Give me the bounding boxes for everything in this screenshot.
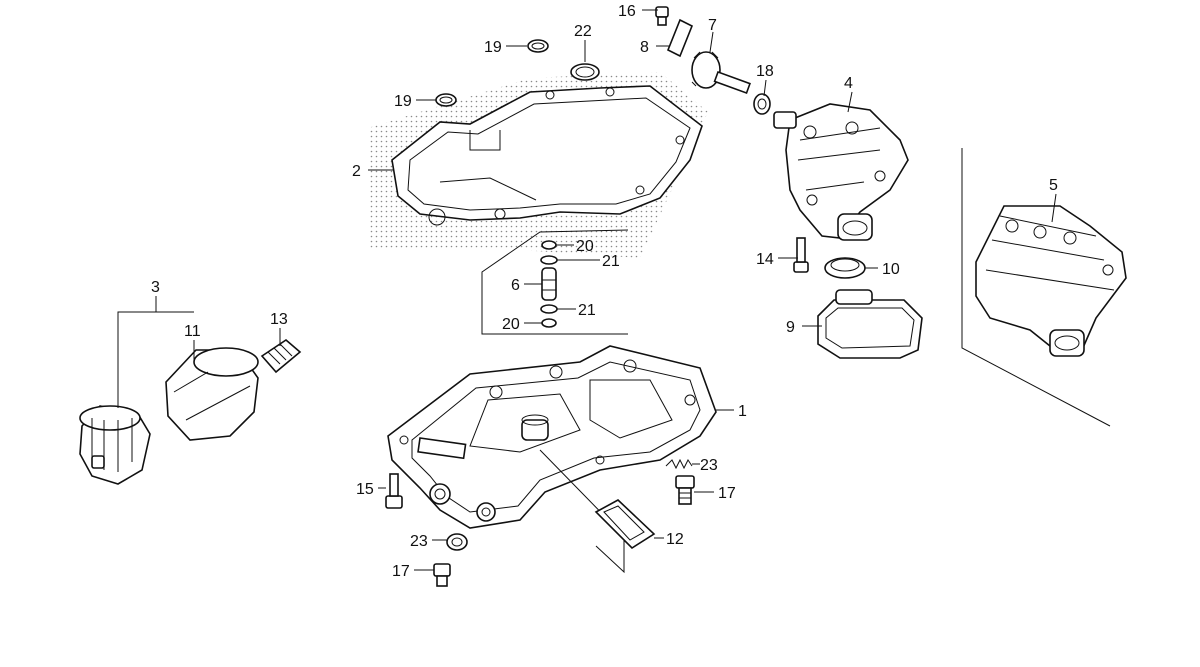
oil-pan-1 bbox=[387, 345, 717, 529]
o-ring-21-bottom bbox=[540, 304, 558, 314]
washer-18 bbox=[753, 93, 771, 115]
bolt-15 bbox=[385, 473, 403, 509]
callout-20-bottom: 20 bbox=[502, 316, 520, 333]
callout-21-top: 21 bbox=[602, 253, 620, 270]
drain-bolt-17-bottom bbox=[433, 563, 451, 587]
oil-pan-gasket bbox=[368, 72, 708, 258]
oil-strainer-9 bbox=[817, 289, 923, 359]
oil-pump-assembly-4 bbox=[773, 103, 909, 241]
callout-9: 9 bbox=[786, 319, 795, 336]
callout-8: 8 bbox=[640, 39, 649, 56]
callout-16: 16 bbox=[618, 3, 636, 20]
oil-filter-tool-3 bbox=[79, 405, 151, 485]
callout-6: 6 bbox=[511, 277, 520, 294]
callout-13: 13 bbox=[270, 311, 288, 328]
callout-5: 5 bbox=[1049, 177, 1058, 194]
callout-19-mid: 19 bbox=[394, 93, 412, 110]
callout-11: 11 bbox=[184, 323, 201, 340]
bracket-frame bbox=[481, 229, 629, 335]
callout-17-right: 17 bbox=[718, 485, 736, 502]
callout-12: 12 bbox=[666, 531, 684, 548]
callout-14: 14 bbox=[756, 251, 774, 268]
callout-23-right: 23 bbox=[700, 457, 718, 474]
oil-seal-10 bbox=[824, 257, 866, 279]
o-ring-21-top bbox=[540, 255, 558, 265]
callout-17-bottom: 17 bbox=[392, 563, 410, 580]
o-ring-23-right bbox=[665, 458, 693, 470]
dowel-pin-6 bbox=[541, 267, 557, 301]
callout-18: 18 bbox=[756, 63, 774, 80]
panel-divider bbox=[961, 148, 1111, 427]
callout-20-top: 20 bbox=[576, 238, 594, 255]
setting-plate-8 bbox=[666, 18, 694, 58]
callout-4: 4 bbox=[844, 75, 853, 92]
drain-bolt-17-right bbox=[675, 475, 695, 505]
oil-filter-cartridge-11 bbox=[165, 347, 259, 441]
bolt-14 bbox=[793, 237, 809, 273]
callout-21-bottom: 21 bbox=[578, 302, 596, 319]
gasket-bracket bbox=[539, 449, 625, 574]
gasket-12 bbox=[594, 499, 656, 550]
union-bolt-13 bbox=[260, 338, 302, 374]
callout-15: 15 bbox=[356, 481, 374, 498]
callout-labels: 16 8 7 22 19 19 18 4 2 5 20 21 6 21 20 1… bbox=[151, 3, 1058, 580]
callout-22: 22 bbox=[574, 23, 592, 40]
o-ring-20-top bbox=[541, 240, 557, 250]
sealing-washer-23-bottom bbox=[446, 533, 468, 551]
leader-lines bbox=[117, 9, 1057, 571]
callout-3: 3 bbox=[151, 279, 160, 296]
oil-pump-assembly-5 bbox=[975, 205, 1127, 357]
o-ring-20-bottom bbox=[541, 318, 557, 328]
callout-23-bottom: 23 bbox=[410, 533, 428, 550]
callout-19-top: 19 bbox=[484, 39, 502, 56]
callout-2: 2 bbox=[352, 163, 361, 180]
callout-10: 10 bbox=[882, 261, 900, 278]
drive-gear-shaft-7 bbox=[691, 51, 751, 95]
o-ring-22 bbox=[570, 63, 600, 81]
o-ring-19-mid bbox=[435, 93, 457, 107]
callout-7: 7 bbox=[708, 17, 717, 34]
o-ring-19-top bbox=[527, 39, 549, 53]
bolt-16 bbox=[655, 6, 669, 26]
callout-1: 1 bbox=[738, 403, 747, 420]
